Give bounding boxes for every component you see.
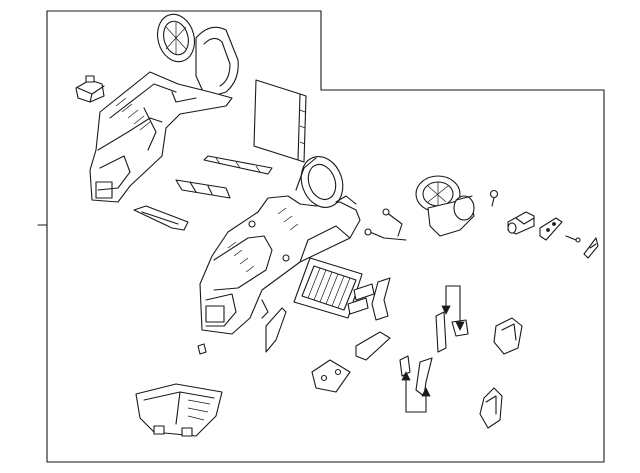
diagram-frame xyxy=(46,10,605,463)
cabin-air-filter xyxy=(253,79,307,163)
clip-fasteners xyxy=(197,237,599,355)
blower-resistor xyxy=(507,211,535,235)
screw xyxy=(489,189,499,207)
temperature-sensor xyxy=(539,217,581,243)
lower-hvac-case-half xyxy=(199,156,361,335)
upper-hvac-case-half xyxy=(89,71,233,203)
door-actuator xyxy=(311,317,523,393)
control-module xyxy=(135,383,223,437)
upper-blower-scroll xyxy=(156,13,239,99)
mode-door-link xyxy=(175,179,231,199)
mounting-bracket xyxy=(399,285,469,413)
control-rod xyxy=(364,208,407,241)
small-actuator-motor xyxy=(75,75,105,103)
mode-door-actuator xyxy=(479,387,503,429)
foam-seal-gasket xyxy=(133,205,189,231)
pipe-bracket xyxy=(265,277,391,361)
flat-seal-strip xyxy=(203,155,273,175)
blower-motor xyxy=(415,175,475,237)
heater-core xyxy=(293,257,375,319)
